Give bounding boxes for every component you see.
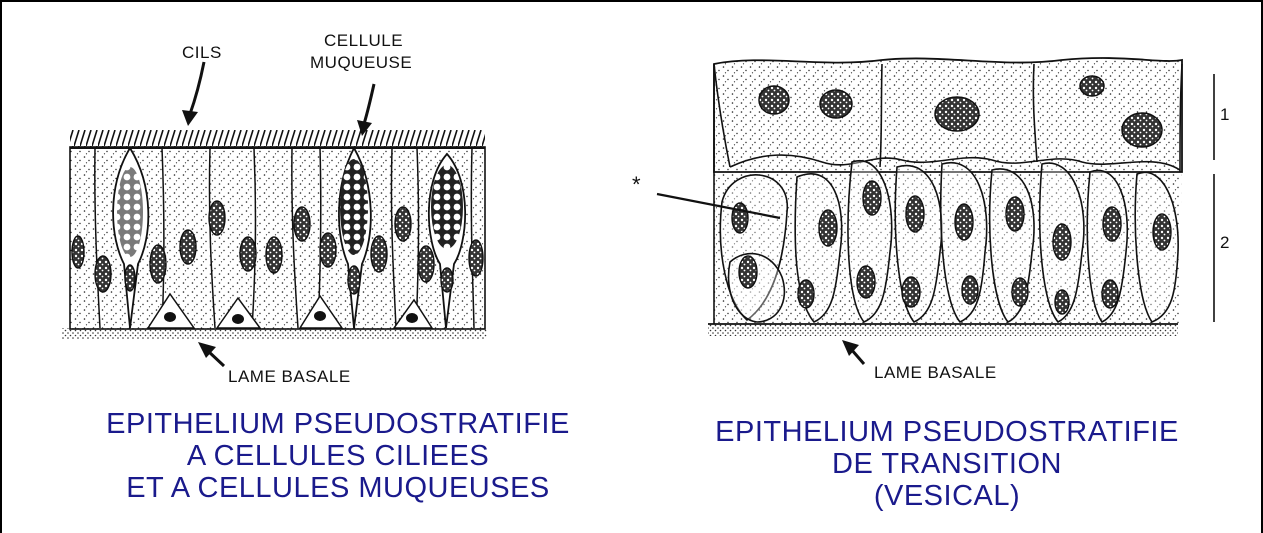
caption-left-line1: EPITHELIUM PSEUDOSTRATIFIE — [58, 408, 618, 440]
caption-left: EPITHELIUM PSEUDOSTRATIFIE A CELLULES CI… — [58, 408, 618, 504]
caption-right-line3: (VESICAL) — [662, 480, 1232, 512]
caption-right: EPITHELIUM PSEUDOSTRATIFIE DE TRANSITION… — [662, 416, 1232, 512]
label-basal-lamina-left: LAME BASALE — [228, 368, 351, 386]
ciliated-pseudostratified-epithelium — [62, 62, 487, 366]
caption-left-line3: ET A CELLULES MUQUEUSES — [58, 472, 618, 504]
label-cilia: CILS — [182, 44, 222, 62]
caption-right-line2: DE TRANSITION — [662, 448, 1232, 480]
label-basal-lamina-right: LAME BASALE — [874, 364, 997, 382]
transitional-epithelium — [657, 58, 1214, 364]
label-mucous-cell-line1: CELLULE — [324, 32, 403, 50]
label-mucous-cell-line2: MUQUEUSE — [310, 54, 412, 72]
label-layer-2: 2 — [1220, 234, 1230, 252]
label-layer-1: 1 — [1220, 106, 1230, 124]
label-asterisk: * — [632, 176, 641, 194]
caption-right-line1: EPITHELIUM PSEUDOSTRATIFIE — [662, 416, 1232, 448]
caption-left-line2: A CELLULES CILIEES — [58, 440, 618, 472]
